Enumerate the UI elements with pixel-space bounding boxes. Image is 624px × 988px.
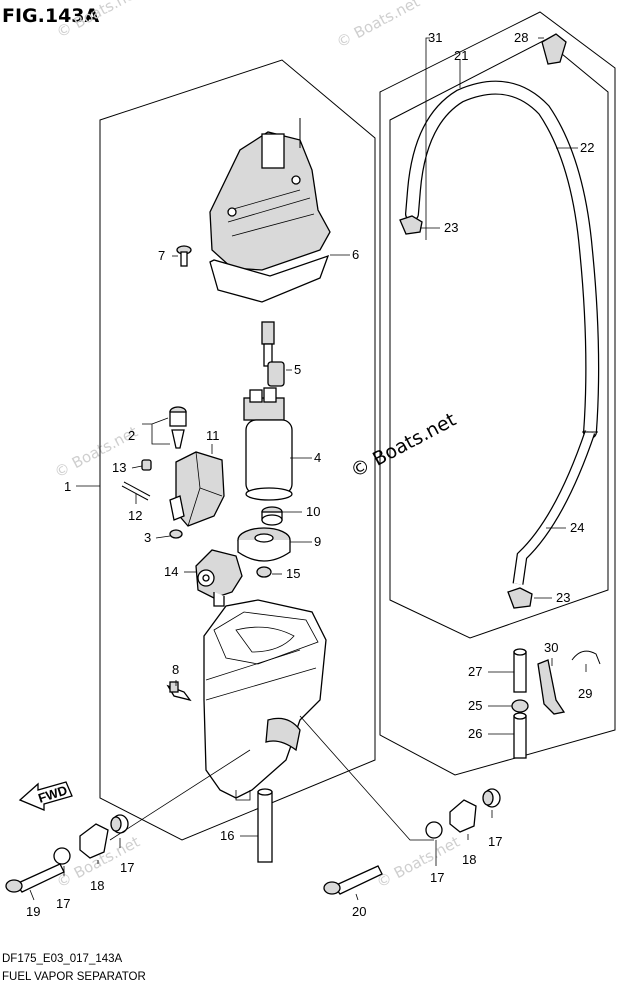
callout-28: 28 bbox=[514, 30, 528, 45]
callout-17d: 17 bbox=[488, 834, 502, 849]
callout-24: 24 bbox=[570, 520, 584, 535]
callout-26: 26 bbox=[468, 726, 482, 741]
fwd-label: FWD bbox=[36, 782, 69, 805]
callout-7: 7 bbox=[158, 248, 165, 263]
callout-17c: 17 bbox=[430, 870, 444, 885]
callout-23b: 23 bbox=[556, 590, 570, 605]
figure-caption: FUEL VAPOR SEPARATOR bbox=[2, 971, 146, 983]
callout-10: 10 bbox=[306, 504, 320, 519]
bracket-30 bbox=[537, 659, 566, 715]
callout-27: 27 bbox=[468, 664, 482, 679]
callout-15: 15 bbox=[286, 566, 300, 581]
callout-31: 31 bbox=[428, 30, 442, 45]
callout-19: 19 bbox=[26, 904, 40, 919]
clamp-25 bbox=[511, 699, 529, 713]
callout-16: 16 bbox=[220, 828, 234, 843]
pump-cover bbox=[209, 118, 331, 303]
mount-right bbox=[323, 788, 501, 895]
regulator-14 bbox=[195, 549, 243, 607]
cover-11 bbox=[169, 451, 225, 527]
watermark-large: © Boats.net bbox=[347, 409, 460, 483]
assembly-frame bbox=[99, 59, 376, 841]
callout-5: 5 bbox=[294, 362, 301, 377]
small-tube-27 bbox=[513, 648, 527, 693]
callout-6: 6 bbox=[352, 247, 359, 262]
pin-12 bbox=[121, 481, 151, 501]
watermark: © Boats.net bbox=[333, 0, 422, 52]
fwd-arrow-icon: FWD bbox=[18, 781, 73, 811]
screw-7 bbox=[176, 245, 192, 267]
clip-28 bbox=[541, 33, 567, 65]
callout-3: 3 bbox=[144, 530, 151, 545]
callout-4: 4 bbox=[314, 450, 321, 465]
callout-18a: 18 bbox=[90, 878, 104, 893]
fitting-2 bbox=[169, 406, 187, 449]
callout-2: 2 bbox=[128, 428, 135, 443]
callout-21: 21 bbox=[454, 48, 468, 63]
hose-set-frame bbox=[379, 11, 616, 776]
callout-14: 14 bbox=[164, 564, 178, 579]
callout-17a: 17 bbox=[120, 860, 134, 875]
callout-8: 8 bbox=[172, 662, 179, 677]
figure-code: DF175_E03_017_143A bbox=[2, 953, 123, 965]
callout-12: 12 bbox=[128, 508, 142, 523]
callout-23a: 23 bbox=[444, 220, 458, 235]
callout-18b: 18 bbox=[462, 852, 476, 867]
figure-title: FIG.143A bbox=[2, 5, 100, 27]
callout-20: 20 bbox=[352, 904, 366, 919]
clamp-23-bottom bbox=[507, 587, 533, 609]
fuel-pump bbox=[243, 387, 293, 501]
callout-1: 1 bbox=[64, 479, 71, 494]
clamp-23-top bbox=[399, 215, 423, 235]
leader-lines bbox=[29, 37, 587, 901]
screw-8 bbox=[166, 681, 192, 702]
bushing-10 bbox=[261, 506, 283, 526]
callouts: 1 2 3 4 5 6 7 8 9 10 11 12 13 14 15 16 1… bbox=[26, 30, 594, 919]
tube-16 bbox=[257, 788, 273, 863]
callout-11: 11 bbox=[206, 428, 220, 443]
mount-left bbox=[5, 814, 129, 893]
screw-13 bbox=[141, 459, 152, 471]
watermark: © Boats.net bbox=[373, 833, 462, 892]
clip-29 bbox=[571, 650, 601, 665]
callout-9: 9 bbox=[314, 534, 321, 549]
callout-22: 22 bbox=[580, 140, 594, 155]
callout-17b: 17 bbox=[56, 896, 70, 911]
grommet-5 bbox=[261, 321, 285, 387]
callout-13: 13 bbox=[112, 460, 126, 475]
tube-26 bbox=[513, 712, 527, 759]
screw-15 bbox=[256, 566, 272, 578]
screw-3 bbox=[169, 529, 183, 539]
callout-25: 25 bbox=[468, 698, 482, 713]
vent-hose bbox=[405, 80, 600, 585]
pump-holder bbox=[237, 527, 291, 562]
separator-tank bbox=[203, 599, 327, 801]
callout-30: 30 bbox=[544, 640, 558, 655]
callout-29: 29 bbox=[578, 686, 592, 701]
